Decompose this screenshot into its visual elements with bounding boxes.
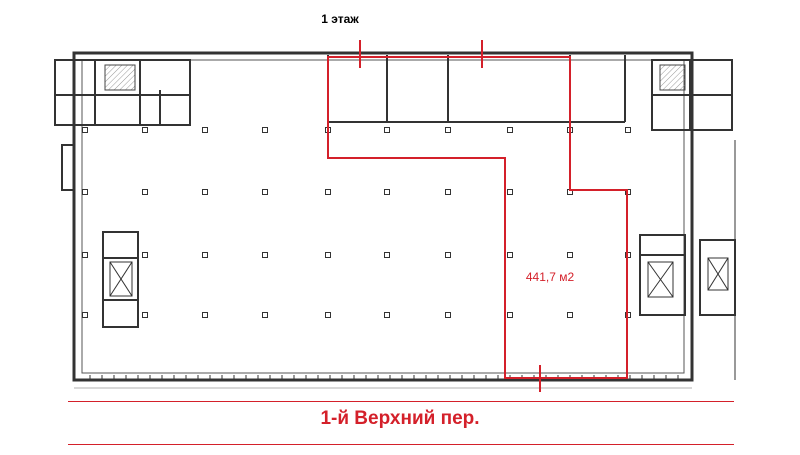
right-core-wall bbox=[639, 234, 686, 316]
adjacent-elevator-cab bbox=[707, 257, 729, 291]
street-name: 1-й Верхний пер. bbox=[320, 408, 480, 429]
column bbox=[262, 252, 268, 258]
column bbox=[202, 252, 208, 258]
office-strip bbox=[327, 55, 626, 123]
left-elevator-cab bbox=[109, 261, 133, 297]
column bbox=[262, 127, 268, 133]
column bbox=[202, 312, 208, 318]
stair-top-left bbox=[104, 64, 136, 91]
column bbox=[82, 127, 88, 133]
main-hall-wall bbox=[72, 51, 694, 382]
column bbox=[202, 189, 208, 195]
column bbox=[507, 252, 513, 258]
red-markers bbox=[359, 40, 541, 392]
column-grid bbox=[82, 127, 631, 318]
main-hall-inner-outline bbox=[81, 59, 685, 374]
column bbox=[202, 127, 208, 133]
right-elevator-cab bbox=[647, 261, 674, 298]
column bbox=[384, 252, 390, 258]
left-elevator-cross-2 bbox=[109, 261, 133, 297]
column bbox=[142, 127, 148, 133]
adjacent-elevator-cross-2 bbox=[707, 257, 729, 291]
column bbox=[262, 312, 268, 318]
left-core-wall bbox=[102, 231, 139, 328]
column bbox=[142, 312, 148, 318]
floor-title: 1 этаж bbox=[321, 12, 359, 26]
column bbox=[507, 127, 513, 133]
left-core bbox=[102, 231, 139, 328]
column bbox=[325, 252, 331, 258]
right-core bbox=[639, 234, 686, 316]
top-right-rooms bbox=[651, 59, 733, 131]
top-left-rooms bbox=[54, 59, 191, 126]
column bbox=[82, 312, 88, 318]
column bbox=[325, 312, 331, 318]
top-red-rule bbox=[68, 401, 734, 402]
column bbox=[142, 189, 148, 195]
stair-top-right bbox=[659, 64, 686, 91]
top-left-block bbox=[54, 59, 191, 126]
column bbox=[507, 312, 513, 318]
column bbox=[384, 127, 390, 133]
column bbox=[445, 127, 451, 133]
column bbox=[567, 252, 573, 258]
column bbox=[82, 252, 88, 258]
column bbox=[82, 189, 88, 195]
adjacent-core-wall bbox=[699, 239, 736, 316]
adjacent-core bbox=[699, 140, 736, 380]
left-jog bbox=[61, 144, 74, 191]
column bbox=[567, 312, 573, 318]
column bbox=[507, 189, 513, 195]
rental-area-outline bbox=[327, 56, 628, 379]
column bbox=[142, 252, 148, 258]
right-elevator-cross-2 bbox=[647, 261, 674, 298]
column bbox=[445, 312, 451, 318]
column bbox=[384, 189, 390, 195]
area-label: 441,7 м2 bbox=[525, 270, 575, 284]
column bbox=[325, 189, 331, 195]
column bbox=[445, 252, 451, 258]
column bbox=[625, 127, 631, 133]
column bbox=[262, 189, 268, 195]
outer-walls bbox=[72, 51, 694, 382]
column bbox=[384, 312, 390, 318]
column bbox=[445, 189, 451, 195]
bottom-red-rule bbox=[68, 444, 734, 445]
